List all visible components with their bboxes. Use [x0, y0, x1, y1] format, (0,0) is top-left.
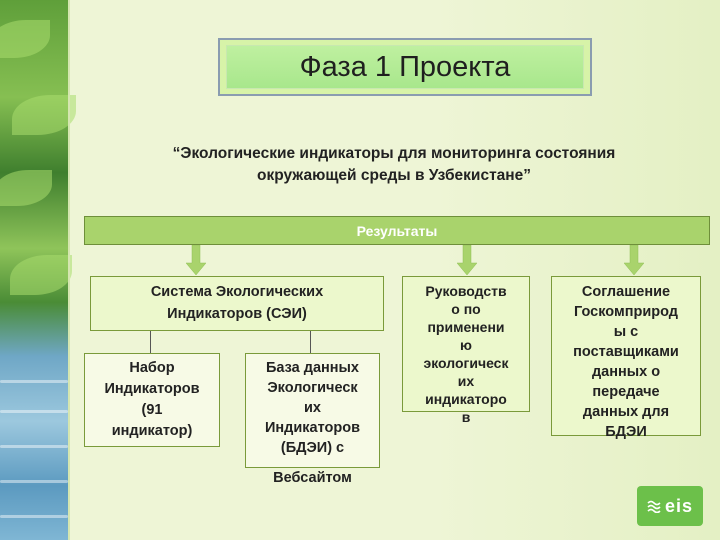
guide-box: Руководств о по применени ю экологическ …: [402, 276, 530, 425]
logo-text: eis: [664, 495, 694, 516]
down-arrow-icon: [186, 245, 206, 275]
project-subtitle: “Экологические индикаторы для мониторинг…: [108, 143, 680, 187]
decorative-leaves-water-strip: [0, 0, 76, 540]
leaf-shape: [0, 20, 50, 58]
box-line: в: [461, 409, 471, 425]
box-line: Индикаторов: [264, 420, 360, 436]
results-label: Результаты: [356, 222, 438, 239]
box-line: Система Экологических: [150, 284, 324, 300]
box-line: Экологическ: [267, 380, 358, 396]
subtitle-line: окружающей среды в Узбекистане”: [256, 167, 532, 184]
box-line: Индикаторов (СЭИ): [167, 305, 307, 322]
box-line: Вебсайтом: [273, 470, 352, 486]
box-line: Соглашение: [581, 284, 671, 300]
subtitle-line: “Экологические индикаторы для мониторинг…: [172, 145, 616, 162]
water-wave: [0, 445, 68, 448]
water-wave: [0, 410, 68, 413]
database-box-overflow-line: Вебсайтом: [245, 468, 380, 490]
leaf-shape: [10, 255, 72, 295]
water-wave: [0, 480, 68, 483]
leaf-shape: [12, 95, 76, 135]
title-inner-panel: [226, 45, 584, 89]
box-line: их: [304, 400, 321, 416]
box-line: Руководств: [425, 283, 507, 299]
connector-line: [310, 331, 311, 353]
box-line: (91: [141, 402, 163, 418]
database-box: База данных Экологическ их Индикаторов (…: [245, 353, 380, 468]
strip-divider: [68, 0, 70, 540]
box-line: индикатор): [111, 423, 193, 439]
water-wave: [0, 380, 68, 383]
box-line: данных о: [591, 364, 661, 380]
down-arrow-icon: [457, 245, 477, 275]
box-line: индикаторо: [425, 391, 507, 407]
box-line: Набор: [129, 360, 175, 376]
box-line: (БДЭИ) с: [280, 440, 345, 456]
box-line: данных для: [582, 404, 670, 420]
connector-line: [150, 331, 151, 353]
box-line: их: [457, 373, 475, 389]
box-line: ы с: [613, 324, 639, 340]
indicators-set-box: Набор Индикаторов (91 индикатор): [84, 353, 220, 447]
box-line: применени: [427, 319, 505, 335]
page-title: Фаза 1 Проекта: [299, 50, 511, 83]
box-line: о по: [451, 301, 481, 317]
box-line: передаче: [592, 384, 660, 400]
box-line: ю: [460, 337, 472, 353]
eis-logo: eis: [637, 486, 703, 526]
down-arrow-icon: [624, 245, 644, 275]
box-line: экологическ: [423, 355, 509, 371]
box-line: БДЭИ: [605, 424, 647, 440]
agreement-box: Соглашение Госкомприрод ы с поставщиками…: [551, 276, 701, 440]
leaf-shape: [0, 170, 52, 206]
box-line: База данных: [265, 360, 359, 376]
box-line: поставщиками: [573, 344, 679, 360]
sei-system-box: Система Экологических Индикаторов (СЭИ): [90, 276, 384, 331]
title-box: Фаза 1 Проекта: [218, 38, 592, 96]
results-bar: Результаты: [84, 216, 710, 245]
box-line: Индикаторов: [104, 381, 200, 397]
eis-wave-icon: [647, 500, 661, 513]
box-line: Госкомприрод: [574, 304, 678, 320]
water-wave: [0, 515, 68, 518]
